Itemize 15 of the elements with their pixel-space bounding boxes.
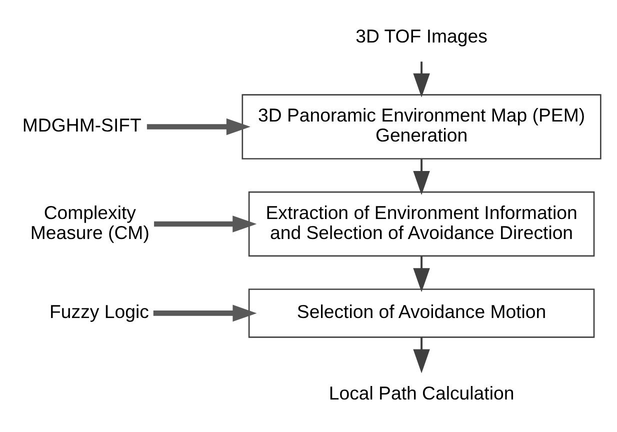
node-text: Local Path Calculation [328, 382, 514, 404]
arrow [412, 62, 430, 98]
node-box: 3D Panoramic Environment Map (PEM) Generation [241, 94, 601, 160]
node-text: Complexity Measure (CM) [30, 202, 149, 243]
arrow [412, 159, 430, 195]
node-text: 3D TOF Images [355, 25, 487, 46]
node-box: Selection of Avoidance Motion [248, 288, 594, 338]
arrow [412, 256, 430, 292]
node-box: Extraction of Environment Information and Selection of Avoidance Direction [248, 191, 594, 257]
node-text: MDGHM-SIFT [22, 114, 141, 136]
arrow [412, 337, 430, 374]
arrow [146, 118, 250, 136]
arrow [152, 304, 256, 322]
arrow [154, 216, 256, 232]
node-text: Fuzzy Logic [49, 301, 148, 322]
